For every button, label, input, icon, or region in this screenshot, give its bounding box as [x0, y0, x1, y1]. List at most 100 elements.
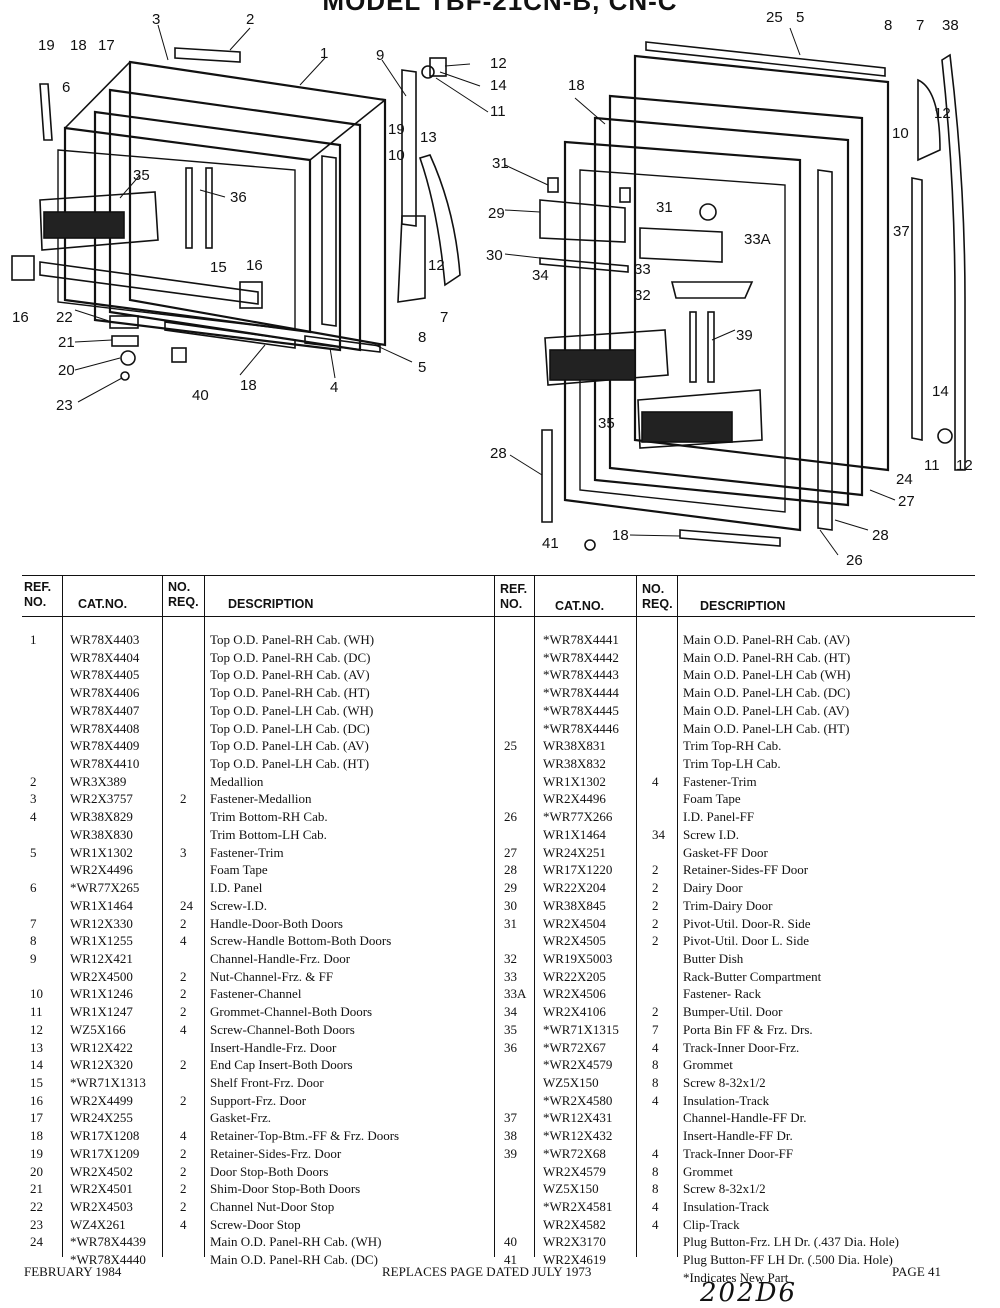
left-desc: Grommet-Channel-Both Doors — [210, 1004, 373, 1020]
callout-right-7: 10 — [892, 125, 909, 142]
left-cat: WR2X3757 — [70, 791, 133, 807]
left-cat: *WR78X4440 — [70, 1252, 146, 1268]
callout-left-20: 7 — [440, 309, 448, 326]
table-top-rule — [22, 575, 975, 576]
right-ref: 26 — [504, 809, 517, 825]
left-ref: 1 — [30, 632, 37, 647]
right-req: 4 — [652, 773, 659, 789]
right-desc: Foam Tape — [683, 791, 741, 807]
left-desc: Insert-Handle-Frz. Door — [210, 1039, 337, 1055]
right-req: 2 — [652, 897, 659, 913]
left-req: 2 — [180, 986, 187, 1002]
left-req: 4 — [180, 1128, 187, 1144]
left-cat: WR1X1247 — [70, 1004, 133, 1020]
left-req: 3 — [180, 844, 187, 860]
right-cat: *WR12X432 — [543, 1128, 613, 1144]
left-desc: Screw-I.D. — [210, 897, 268, 913]
left-req: 4 — [180, 1021, 187, 1037]
left-cat: WR2X4499 — [70, 1092, 133, 1108]
right-desc: Fastener- Rack — [683, 986, 762, 1002]
left-cat: WR12X421 — [70, 950, 133, 966]
callout-right-5: 18 — [568, 77, 585, 94]
col-rule — [677, 575, 678, 1257]
left-cat: WR2X4501 — [70, 1181, 133, 1197]
right-cat: WR2X4505 — [543, 933, 606, 949]
header-ref: REF.NO. — [24, 580, 52, 609]
right-cat: *WR2X4579 — [543, 1057, 613, 1073]
left-cat: WR38X829 — [70, 809, 133, 825]
left-cat: WZ5X166 — [70, 1021, 126, 1037]
right-desc: Gasket-FF Door — [683, 844, 768, 860]
right-desc: Screw 8-32x1/2 — [683, 1075, 766, 1090]
right-desc: Main O.D. Panel-LH Cab. (AV) — [683, 702, 850, 718]
callout-right-8: 31 — [492, 155, 509, 172]
left-ref: 24 — [30, 1234, 43, 1250]
right-ref: 29 — [504, 880, 517, 896]
footer-replaces: REPLACES PAGE DATED JULY 1973 — [382, 1264, 592, 1279]
right-desc: Insulation-Track — [683, 1199, 770, 1215]
left-desc: Foam Tape — [210, 862, 268, 878]
left-ref: 8 — [30, 933, 37, 949]
left-desc: Top O.D. Panel-RH Cab. (HT) — [210, 685, 370, 701]
right-ref: 39 — [504, 1145, 517, 1161]
right-cat: WZ5X150 — [543, 1075, 599, 1090]
left-desc: Channel-Handle-Frz. Door — [210, 950, 351, 966]
right-cat: WR2X4496 — [543, 791, 606, 807]
left-req: 2 — [180, 915, 187, 931]
left-desc: Top O.D. Panel-RH Cab. (AV) — [210, 667, 370, 683]
callout-right-24: 27 — [898, 493, 915, 510]
right-desc: Main O.D. Panel-RH Cab. (AV) — [683, 632, 850, 647]
right-cat: WR1X1464 — [543, 826, 606, 842]
right-cat: WR2X3170 — [543, 1234, 606, 1250]
header-cat-right: CAT.NO. — [555, 599, 605, 613]
left-desc: Screw-Handle Bottom-Both Doors — [210, 933, 392, 949]
callout-right-26: 41 — [542, 535, 559, 552]
right-ref: 33 — [504, 968, 517, 984]
table-header-rule — [22, 616, 975, 617]
left-desc: Gasket-Frz. — [210, 1110, 272, 1126]
right-req: 7 — [652, 1021, 659, 1037]
left-ref: 21 — [30, 1181, 43, 1197]
left-desc: Top O.D. Panel-RH Cab. (DC) — [210, 649, 371, 665]
right-cat: WR38X831 — [543, 738, 606, 754]
callout-right-27: 18 — [612, 527, 629, 544]
right-desc: *Indicates New Part — [683, 1269, 789, 1285]
left-desc: Channel Nut-Door Stop — [210, 1199, 335, 1215]
right-cat: *WR78X4442 — [543, 649, 619, 665]
left-cat: WR38X830 — [70, 826, 133, 842]
right-desc: Channel-Handle-FF Dr. — [683, 1110, 807, 1126]
right-ref: 36 — [504, 1039, 517, 1055]
header-ref-right: REF.NO. — [500, 582, 528, 611]
right-desc: Porta Bin FF & Frz. Drs. — [683, 1021, 813, 1037]
left-cat: WR2X4502 — [70, 1163, 133, 1179]
left-cat: WR78X4404 — [70, 649, 140, 665]
callout-left-9: 11 — [490, 103, 506, 120]
left-req: 2 — [180, 1092, 187, 1108]
right-ref: 28 — [504, 862, 517, 878]
callout-left-22: 8 — [418, 329, 426, 346]
left-cat: *WR77X265 — [70, 880, 140, 896]
right-req: 34 — [652, 826, 665, 842]
col-rule — [204, 575, 205, 1257]
callout-left-23: 21 — [58, 334, 75, 351]
callout-left-8: 14 — [490, 77, 507, 94]
left-ref: 12 — [30, 1021, 43, 1037]
callout-left-21: 22 — [56, 309, 73, 326]
left-cat: *WR71X1313 — [70, 1075, 146, 1090]
left-desc: Fastener-Channel — [210, 986, 302, 1002]
right-ref: 37 — [504, 1110, 517, 1126]
callout-left-24: 5 — [418, 359, 426, 376]
callout-right-3: 7 — [916, 17, 924, 34]
callout-right-2: 8 — [884, 17, 892, 34]
callout-left-10: 6 — [62, 79, 70, 96]
left-ref: 5 — [30, 844, 37, 860]
left-desc: Retainer-Sides-Frz. Door — [210, 1145, 342, 1161]
left-cat: WR2X4500 — [70, 968, 133, 984]
right-desc: Main O.D. Panel-RH Cab. (HT) — [683, 649, 851, 665]
right-cat: WR2X4506 — [543, 986, 606, 1002]
right-desc: Main O.D. Panel-LH Cab. (HT) — [683, 720, 850, 736]
right-req: 2 — [652, 1004, 659, 1020]
left-req: 2 — [180, 1181, 187, 1197]
